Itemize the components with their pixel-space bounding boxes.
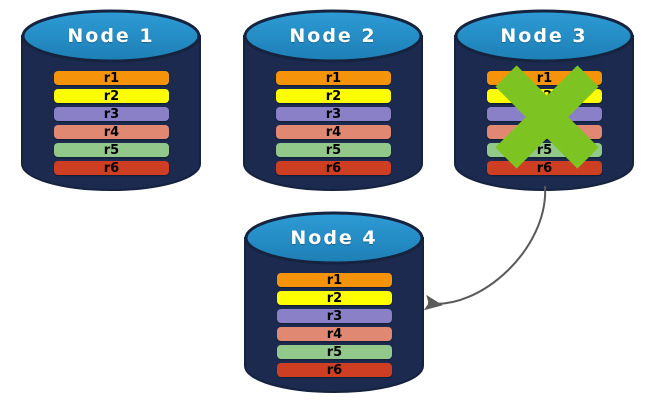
record-bar-r5[interactable]: r5 — [276, 143, 391, 157]
record-bar-r4[interactable]: r4 — [54, 125, 169, 139]
cylinder-top-ellipse — [243, 9, 423, 63]
record-bar-r3[interactable]: r3 — [276, 107, 391, 121]
record-bar-r4[interactable]: r4 — [276, 125, 391, 139]
record-bar-r1[interactable]: r1 — [276, 71, 391, 85]
arrow-path — [423, 185, 547, 311]
record-bar-r6[interactable]: r6 — [277, 363, 392, 377]
cylinder-top-ellipse — [244, 211, 424, 265]
record-bar-r1[interactable]: r1 — [277, 273, 392, 287]
record-bar-r2[interactable]: r2 — [277, 291, 392, 305]
record-bar-r4[interactable]: r4 — [277, 327, 392, 341]
record-bar-r6[interactable]: r6 — [54, 161, 169, 175]
record-bar-r3[interactable]: r3 — [277, 309, 392, 323]
record-bar-r1[interactable]: r1 — [54, 71, 169, 85]
cylinder-top-ellipse — [454, 9, 634, 63]
record-bar-r5[interactable]: r5 — [277, 345, 392, 359]
cylinder-top-ellipse — [21, 9, 201, 63]
record-bar-r2[interactable]: r2 — [276, 89, 391, 103]
record-bar-r6[interactable]: r6 — [276, 161, 391, 175]
record-bar-r5[interactable]: r5 — [54, 143, 169, 157]
record-bar-r2[interactable]: r2 — [54, 89, 169, 103]
record-bar-r3[interactable]: r3 — [54, 107, 169, 121]
